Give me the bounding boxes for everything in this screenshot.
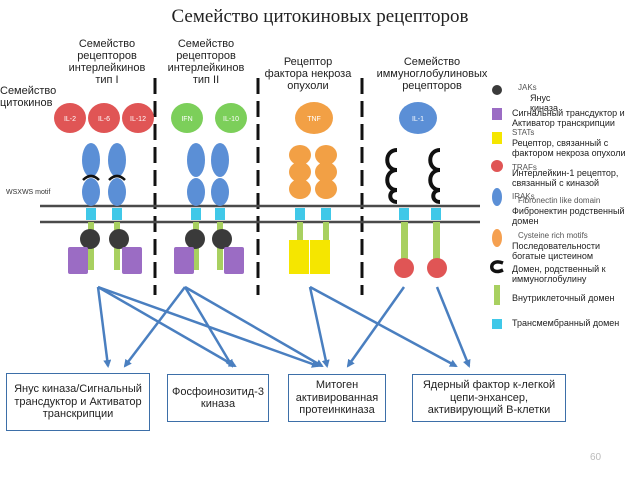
legend-cysteine-icon <box>492 229 502 247</box>
ligand-ifn-label: IFN <box>181 116 192 123</box>
ligand-il6 <box>88 103 120 133</box>
family-separators <box>153 78 364 295</box>
legend-jak-en: JAKs <box>518 83 537 92</box>
legend-transmembrane-ru: Трансмембранный домен <box>512 318 620 328</box>
cell-membrane <box>40 204 480 224</box>
ligand-il10 <box>215 103 247 133</box>
receptor-il-type1 <box>68 143 142 274</box>
legend-transmembrane-icon <box>492 319 502 329</box>
signal-arrows <box>96 285 471 368</box>
receptor-ig <box>385 148 441 204</box>
ligand-il1-label: IL-1 <box>412 116 424 123</box>
ligands <box>54 102 437 134</box>
legend-jak-icon <box>492 85 502 95</box>
legend-irak-icon <box>491 160 503 172</box>
target-pi3k-box: Фосфоинозитид-3 киназа <box>167 374 269 422</box>
family-il-type1-label: Семейство рецепторов интерлейкинов тип I <box>68 38 146 86</box>
family-tnf-label: Рецептор фактора некроза опухоли <box>264 56 352 92</box>
legend-intracellular-ru: Внутриклеточный домен <box>512 293 615 303</box>
ligand-il12 <box>122 103 154 133</box>
receptor-ig-body <box>394 208 447 278</box>
target-mapk-box: Митоген активированная протеинкиназа <box>288 374 386 422</box>
family-il-type2-label: Семейство рецепторов интерлейкинов тип I… <box>167 38 245 86</box>
legend-jak-ru: Янус киназа <box>530 93 558 113</box>
legend-traf-icon <box>492 132 502 144</box>
legend-symbols <box>490 85 504 329</box>
legend-irak-ru: Интерлейкин-1 рецептор, связанный с кина… <box>512 168 619 188</box>
legend-stat-ru: Сигнальный трансдуктор и Активатор транс… <box>512 108 625 128</box>
legend-traf-en: TRAFs <box>512 163 537 172</box>
receptor-il-type2 <box>174 143 244 274</box>
legend-stat-en: STATs <box>512 128 535 137</box>
wsxws-motif-label: WSXWS motif <box>6 189 50 196</box>
ligand-il2-label: IL-2 <box>64 116 76 123</box>
legend-stat-icon <box>492 108 502 120</box>
target-jak-stat-box: Янус киназа/Сигнальный трансдуктор и Акт… <box>6 373 150 431</box>
page-number: 60 <box>590 452 602 463</box>
legend-cysteine-ru: Последовательности богатые цистеином <box>512 241 601 261</box>
legend-ig-domain-icon <box>490 260 504 274</box>
ligand-il10-label: IL-10 <box>223 116 239 123</box>
legend-fibronectin-ru: Фибронектин родственный домен <box>512 206 625 226</box>
ligand-il12-label: IL-12 <box>130 116 146 123</box>
ligand-tnf-label: TNF <box>307 116 321 123</box>
ligand-tnf <box>295 102 333 134</box>
ligand-ifn <box>171 103 203 133</box>
legend-fibronectin-icon <box>492 188 502 206</box>
family-ig-label: Семейство иммуноглобулиновых рецепторов <box>376 56 488 92</box>
legend-irak-en: IRAKs <box>512 192 535 201</box>
ligand-il6-label: IL-6 <box>98 116 110 123</box>
legend-intracellular-icon <box>494 285 500 305</box>
legend-fibronectin-en: Fibronectin like domain <box>518 196 601 205</box>
ligand-il2 <box>54 103 86 133</box>
receptor-tnf <box>289 145 337 274</box>
legend-cysteine-en: Cysteine rich motifs <box>518 231 588 240</box>
page-title: Семейство цитокиновых рецепторов <box>171 6 469 27</box>
legend-traf-ru: Рецептор, связанный с фактором некроза о… <box>512 138 626 158</box>
legend-ig-domain-ru: Домен, родственный к иммуноглобулину <box>512 264 606 284</box>
target-nfkb-box: Ядерный фактор к-легкой цепи-энхансер, а… <box>412 374 566 422</box>
ligand-il1 <box>399 102 437 134</box>
